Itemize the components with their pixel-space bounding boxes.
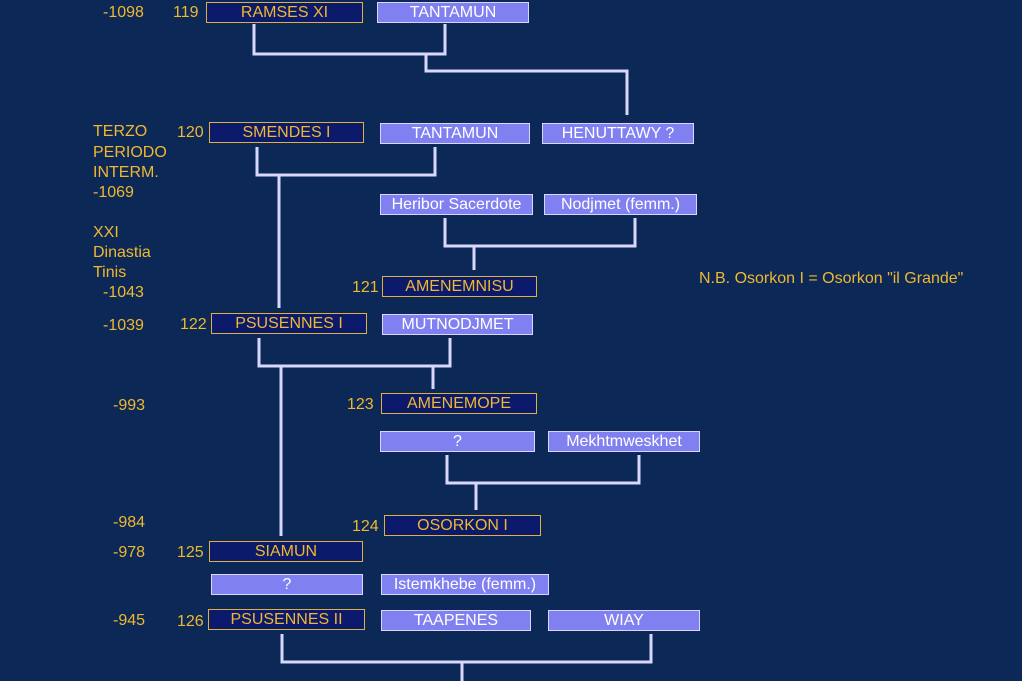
date-label: -1098 — [103, 4, 144, 21]
ruler-number: 124 — [352, 518, 379, 535]
date-label: -1069 — [93, 184, 134, 201]
date-label: -945 — [113, 612, 146, 629]
ruler-osorkon-i: OSORKON I — [384, 515, 541, 536]
ruler-ramses-xi: RAMSES XI — [206, 2, 363, 23]
period-label-line2: PERIODO — [93, 144, 167, 161]
ruler-psusennes-ii: PSUSENNES II — [208, 609, 365, 630]
connector-unknown-mekhtmweskhet — [445, 455, 641, 485]
ruler-number: 121 — [352, 279, 379, 296]
person-nodjmet: Nodjmet (femm.) — [544, 194, 697, 215]
ruler-amenemnisu: AMENEMNISU — [382, 276, 537, 297]
osorkon-note: N.B. Osorkon I = Osorkon "il Grande" — [699, 270, 964, 287]
ruler-number: 125 — [177, 544, 204, 561]
connector-ramses-tantamun — [252, 24, 447, 56]
dynasty-label-line3: Tinis — [93, 264, 127, 281]
person-unknown: ? — [211, 574, 363, 595]
connector-smendes-tantamun — [255, 147, 437, 177]
date-label: -978 — [113, 544, 146, 561]
person-unknown: ? — [380, 431, 535, 452]
connector-heribor-nodjmet — [443, 218, 637, 248]
ruler-siamun: SIAMUN — [209, 541, 363, 562]
ruler-psusennes-i: PSUSENNES I — [211, 313, 367, 334]
person-tantamun: TANTAMUN — [380, 123, 530, 144]
ruler-amenemope: AMENEMOPE — [381, 393, 537, 414]
ruler-number: 123 — [347, 396, 374, 413]
person-mutnodjmet: MUTNODJMET — [382, 314, 533, 335]
dynasty-label-line1: XXI — [93, 224, 119, 241]
person-istemkhebe: Istemkhebe (femm.) — [381, 574, 549, 595]
date-label: -1043 — [103, 284, 144, 301]
period-label-line3: INTERM. — [93, 164, 159, 181]
person-tantamun: TANTAMUN — [377, 2, 529, 23]
person-mekhtmweskhet: Mekhtmweskhet — [548, 431, 700, 452]
ruler-number: 120 — [177, 124, 204, 141]
dynasty-label-line2: Dinastia — [93, 244, 151, 261]
period-label-line1: TERZO — [93, 123, 148, 140]
person-taapenes: TAAPENES — [381, 610, 531, 631]
ruler-number: 119 — [173, 4, 199, 21]
connector-to-henuttawy — [424, 54, 629, 115]
ruler-number: 122 — [180, 316, 207, 333]
person-wiay: WIAY — [548, 610, 700, 631]
person-heribor: Heribor Sacerdote — [380, 194, 533, 215]
connector-psusennes-ii-wiay — [280, 634, 653, 664]
date-label: -993 — [113, 397, 146, 414]
ruler-smendes-i: SMENDES I — [209, 122, 364, 143]
ruler-number: 126 — [177, 613, 204, 630]
date-label: -984 — [113, 514, 146, 531]
person-henuttawy: HENUTTAWY ? — [542, 123, 694, 144]
date-label: -1039 — [103, 317, 144, 334]
connector-psusennes-mutnodjmet — [257, 338, 452, 368]
